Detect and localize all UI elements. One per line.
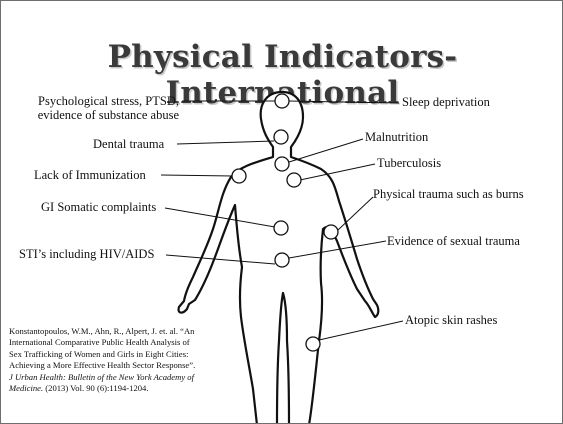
leader-immunization: [161, 175, 233, 176]
label-psychological-line1: Psychological stress, PTSD,: [38, 94, 179, 108]
citation-authors: Konstantopoulos, W.M., Ahn, R., Alpert, …: [9, 326, 195, 370]
marker-groin: [275, 253, 289, 267]
label-tuberculosis: Tuberculosis: [377, 156, 441, 170]
citation-details: (2013) Vol. 90 (6):1194-1204.: [45, 383, 148, 393]
label-sleep-deprivation: Sleep deprivation: [402, 95, 490, 109]
leader-dental: [177, 141, 274, 144]
marker-abdomen: [274, 221, 288, 235]
marker-mouth: [274, 130, 288, 144]
label-atopic-skin-rashes: Atopic skin rashes: [405, 313, 497, 327]
label-psychological-line2: evidence of substance abuse: [38, 108, 179, 122]
leader-atopic: [319, 321, 403, 340]
leader-malnutrition: [289, 139, 363, 162]
label-physical-trauma: Physical trauma such as burns: [373, 187, 524, 201]
marker-leg: [306, 337, 320, 351]
marker-head: [275, 94, 289, 108]
marker-arm: [324, 225, 338, 239]
marker-shoulder: [232, 169, 246, 183]
citation-text: Konstantopoulos, W.M., Ahn, R., Alpert, …: [9, 326, 199, 394]
label-malnutrition: Malnutrition: [365, 130, 428, 144]
label-sexual-trauma: Evidence of sexual trauma: [387, 234, 520, 248]
label-sti: STI’s including HIV/AIDS: [19, 247, 154, 261]
marker-chest: [275, 157, 289, 171]
marker-lung: [287, 173, 301, 187]
leader-sleep: [289, 101, 399, 103]
label-gi-somatic: GI Somatic complaints: [41, 200, 156, 214]
label-psychological: Psychological stress, PTSD, evidence of …: [38, 94, 179, 122]
label-dental-trauma: Dental trauma: [93, 137, 164, 151]
label-lack-of-immunization: Lack of Immunization: [34, 168, 146, 182]
